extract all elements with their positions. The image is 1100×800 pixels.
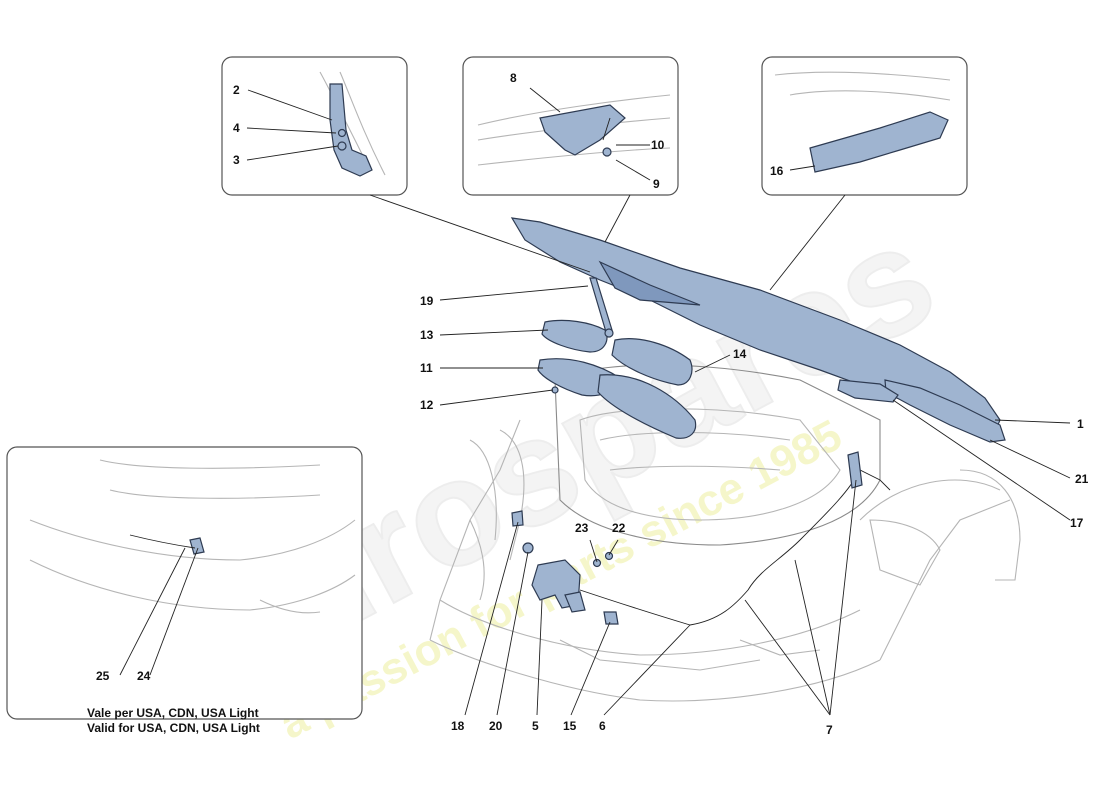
callout-11: 11 [420, 361, 433, 375]
duct-part-13 [541, 319, 608, 353]
duct-part-11b [597, 374, 697, 439]
inset-seal [462, 56, 679, 196]
inset-panel [761, 56, 968, 196]
callout-1: 1 [1077, 417, 1084, 431]
callout-17: 17 [1070, 516, 1084, 530]
callout-2: 2 [233, 83, 240, 97]
nut-part-9 [602, 147, 612, 157]
inset-note-line2: Valid for USA, CDN, USA Light [87, 721, 260, 735]
inset-note: Vale per USA, CDN, USA Light Valid for U… [87, 706, 260, 735]
callout-14: 14 [733, 347, 747, 361]
gas-strut-part-19 [589, 277, 613, 333]
clip-part-15 [603, 611, 619, 625]
latch-bracket [564, 591, 586, 613]
callout-12: 12 [420, 398, 434, 412]
callout-15: 15 [563, 719, 577, 733]
callout-20: 20 [489, 719, 503, 733]
callout-25: 25 [96, 669, 110, 683]
washer-part-4 [337, 128, 347, 138]
callout-22: 22 [612, 521, 626, 535]
callout-8: 8 [510, 71, 517, 85]
leader-lines [119, 87, 1071, 716]
bolt-part-10 [602, 117, 611, 141]
duct-part-13b [611, 338, 693, 386]
callout-6: 6 [599, 719, 606, 733]
strip-part-21 [884, 379, 1006, 443]
release-cable [579, 469, 891, 626]
inset-note-line1: Vale per USA, CDN, USA Light [87, 706, 259, 720]
callout-21: 21 [1075, 472, 1089, 486]
callout-13: 13 [420, 328, 434, 342]
hinge-part-2 [329, 83, 373, 177]
bracket-part-8 [539, 104, 626, 156]
pad-part-17 [837, 379, 899, 403]
callout-7: 7 [826, 723, 833, 737]
seal-part-16 [809, 111, 949, 173]
callout-9: 9 [653, 177, 660, 191]
callout-16: 16 [770, 164, 784, 178]
callout-23: 23 [575, 521, 589, 535]
cable-bracket-part-7 [847, 451, 863, 489]
callout-labels: 1 2 3 4 5 6 7 8 9 10 11 12 13 14 15 16 1… [96, 71, 1089, 737]
callout-18: 18 [451, 719, 465, 733]
nut-part-22 [604, 551, 614, 561]
fastener-part-20 [522, 542, 534, 554]
nut-part-3 [337, 141, 347, 151]
inset-hinge [221, 56, 408, 196]
gas-strut-end [604, 328, 614, 338]
bracket-part-24 [189, 537, 205, 555]
callout-24: 24 [137, 669, 151, 683]
callout-10: 10 [651, 138, 665, 152]
callout-5: 5 [532, 719, 539, 733]
callout-4: 4 [233, 121, 240, 135]
callout-19: 19 [420, 294, 434, 308]
cable-part-25 [129, 534, 196, 549]
cable-grommet-part-18 [511, 510, 524, 527]
screw-part-23 [592, 558, 602, 568]
bonnet-underside [598, 260, 701, 306]
callout-3: 3 [233, 153, 240, 167]
